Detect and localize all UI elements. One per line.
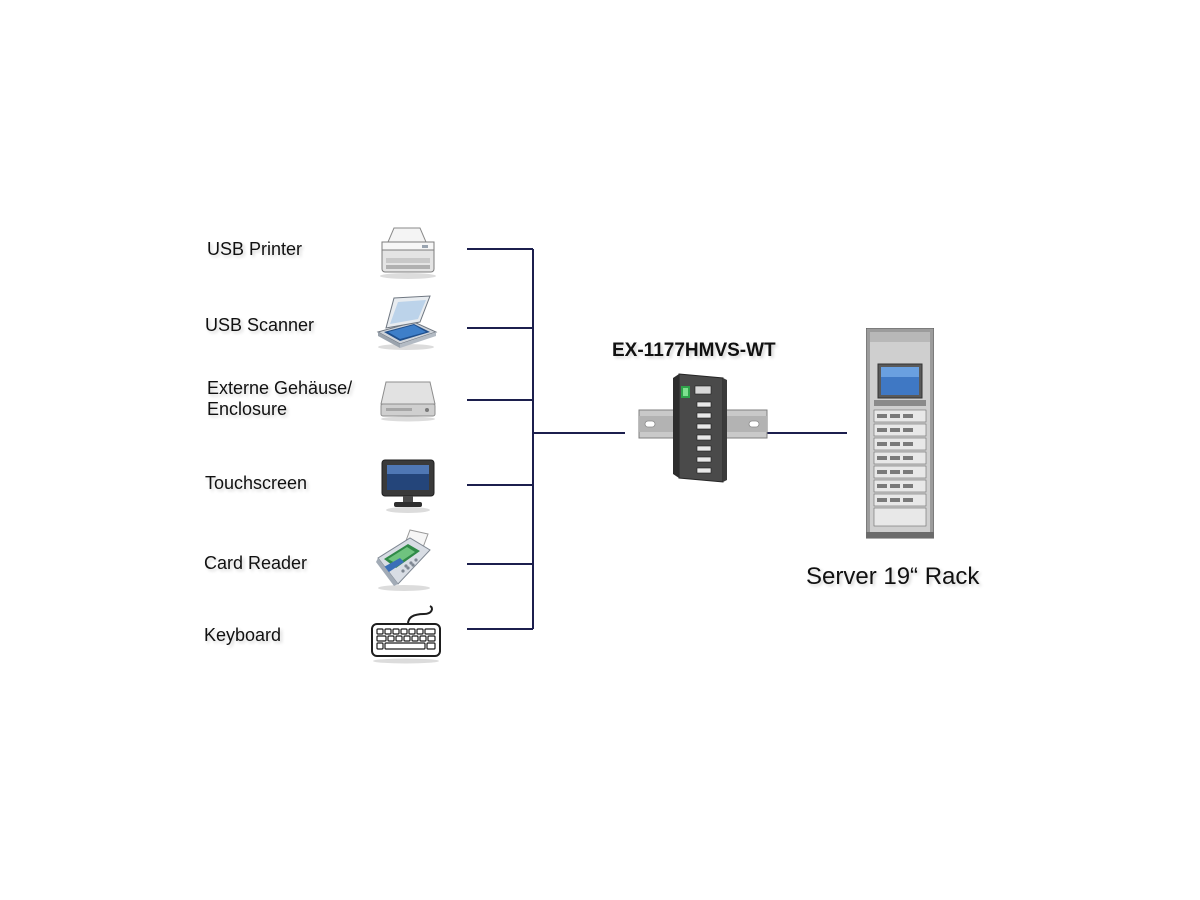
touchscreen-monitor-icon bbox=[381, 459, 435, 513]
scanner-icon bbox=[376, 295, 438, 350]
label-keyboard: Keyboard bbox=[204, 625, 282, 645]
hub-label: EX-1177HMVS-WT bbox=[612, 340, 776, 361]
label-usb-scanner: USB Scanner bbox=[205, 315, 315, 335]
usb-hub-icon bbox=[638, 373, 768, 483]
server-rack-icon bbox=[866, 328, 934, 539]
label-enclosure-line2: Enclosure bbox=[207, 399, 288, 419]
label-touchscreen: Touchscreen bbox=[205, 473, 308, 493]
keyboard-icon bbox=[371, 605, 441, 664]
printer-icon bbox=[380, 227, 436, 279]
hard-drive-enclosure-icon bbox=[380, 381, 436, 422]
server-label: Server 19“ Rack bbox=[806, 563, 980, 590]
label-card-reader: Card Reader bbox=[204, 553, 308, 573]
label-usb-printer: USB Printer bbox=[207, 239, 303, 259]
card-reader-icon bbox=[376, 529, 431, 591]
label-enclosure-line1: Externe Gehäuse/ bbox=[207, 378, 353, 398]
